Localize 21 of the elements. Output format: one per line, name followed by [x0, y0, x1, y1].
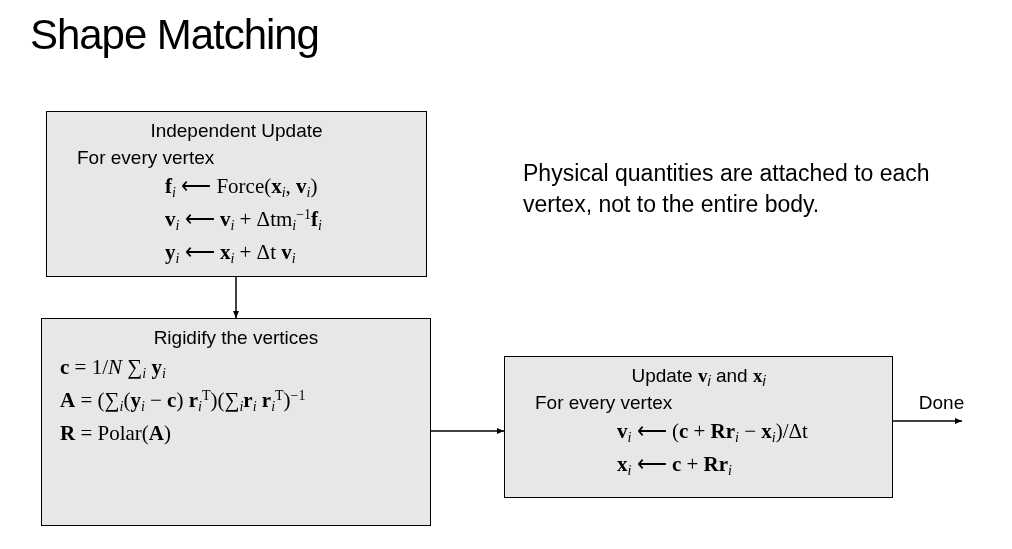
formula: c = 1/N ∑$_{i}$ y$_{i}$	[60, 354, 166, 383]
formula: R = Polar(A)	[60, 420, 171, 447]
formula: y$_{i}$ ⟵ x$_{i}$ + Δt v$_{i}$	[165, 239, 296, 268]
process-box	[504, 356, 893, 498]
process-box	[41, 318, 431, 526]
arrow	[233, 276, 239, 319]
arrow	[430, 428, 505, 434]
box-text: For every vertex	[535, 391, 673, 415]
process-box	[46, 111, 427, 277]
formula: x$_{i}$ ⟵ c + Rr$_{i}$	[617, 451, 732, 480]
title: Shape Matching	[30, 10, 319, 60]
box-text: For every vertex	[77, 146, 215, 170]
note-text: Physical quantities are attached to each vertex, not to the entire body.	[523, 159, 931, 219]
box-heading: Update v$_{i}$ and x$_{i}$	[631, 364, 766, 389]
formula: A = (∑$_{i}$(y$_{i}$ − c) r$_{i}$$^{T}$)(∑$_{i}$r$_{i}$ r$_{i}$$^{T}$)$^{−1}$	[60, 387, 306, 416]
formula: f$_{i}$ ⟵ Force(x$_{i}$, v$_{i}$)	[165, 173, 318, 202]
box-heading: Independent Update	[150, 119, 323, 143]
formula: v$_{i}$ ⟵ v$_{i}$ + Δtm$_{i}$$^{−1}$f$_{i}$	[165, 206, 322, 235]
box-heading: Rigidify the vertices	[153, 326, 319, 350]
arrow	[892, 418, 963, 424]
formula: v$_{i}$ ⟵ (c + Rr$_{i}$ − x$_{i}$)/Δt	[617, 418, 808, 447]
